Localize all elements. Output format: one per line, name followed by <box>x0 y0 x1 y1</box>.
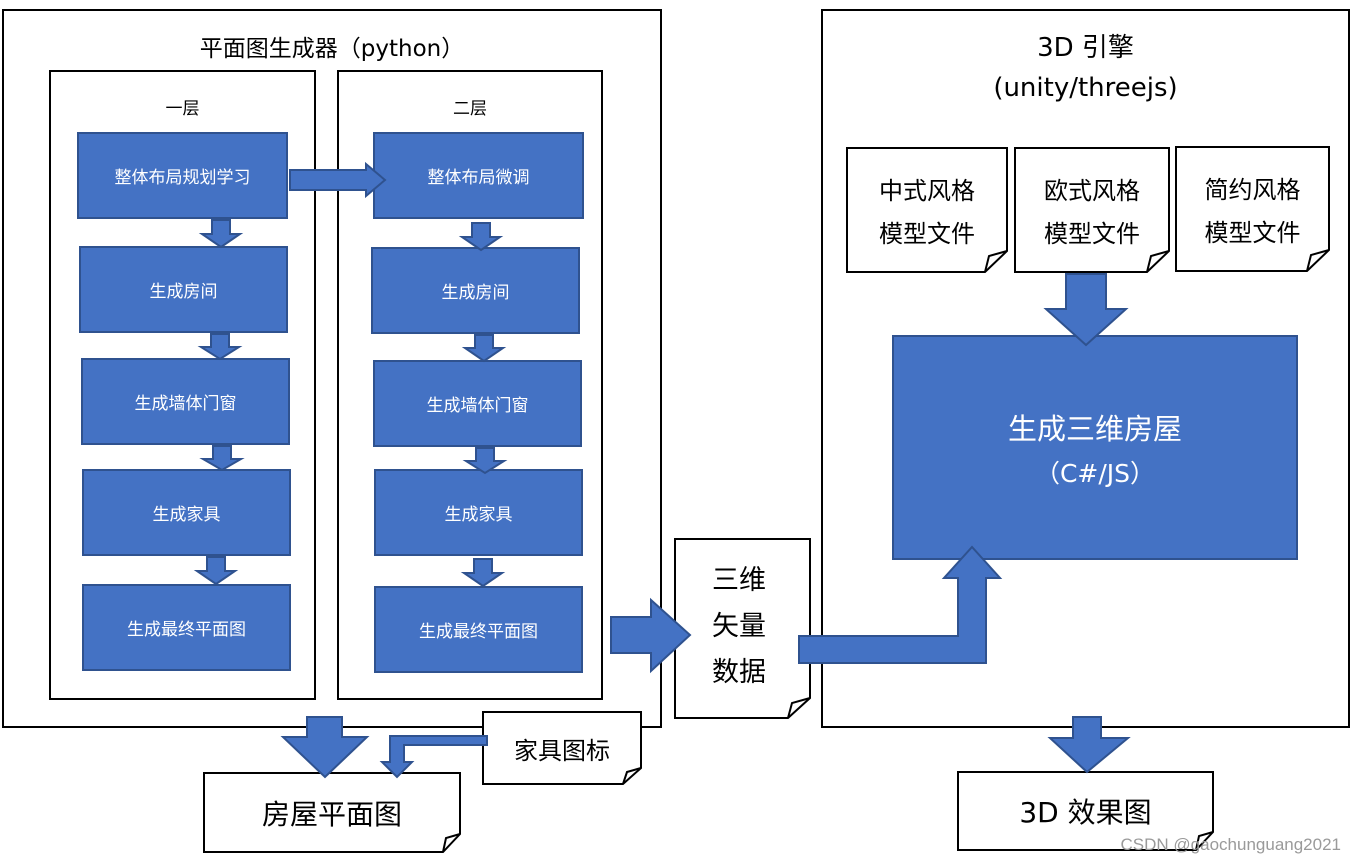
document-shape <box>1175 146 1330 272</box>
engine-subtitle: (unity/threejs) <box>993 73 1178 103</box>
down-arrow-icon <box>458 222 504 252</box>
floor2-step-rooms: 生成房间 <box>371 247 580 334</box>
model-file-european-line2: 模型文件 <box>1044 220 1140 248</box>
document-shape <box>957 771 1214 851</box>
vector-data-line1: 三维 <box>712 565 766 596</box>
document-shape <box>482 711 642 785</box>
floor1-step-final-plan: 生成最终平面图 <box>82 584 291 671</box>
right-arrow-icon <box>289 161 387 199</box>
watermark: CSDN @gaochunguang2021 <box>1120 835 1341 854</box>
down-arrow-icon <box>198 219 244 249</box>
down-arrow-icon <box>462 447 508 475</box>
vector-data-line3: 数据 <box>712 657 766 688</box>
generate-3d-house-box: 生成三维房屋 （C#/JS） <box>892 335 1298 560</box>
vector-data-document: 三维 矢量 数据 <box>674 538 811 719</box>
vector-data-line2: 矢量 <box>712 611 766 642</box>
down-arrow-icon <box>460 558 506 588</box>
floor1-step-walls-doors: 生成墙体门窗 <box>81 358 290 445</box>
floor-plan-output-label: 房屋平面图 <box>261 797 402 831</box>
planner-title: 平面图生成器（python） <box>199 36 465 62</box>
down-arrow-icon <box>1047 716 1131 774</box>
furniture-icons-label: 家具图标 <box>514 736 610 765</box>
model-file-minimalist-line2: 模型文件 <box>1204 219 1301 247</box>
down-arrow-icon <box>199 445 245 472</box>
model-file-chinese-line2: 模型文件 <box>879 220 975 248</box>
render-output-label: 3D 效果图 <box>1019 796 1152 829</box>
down-arrow-icon <box>193 556 239 586</box>
generate-3d-house-subtitle: （C#/JS） <box>1034 458 1156 488</box>
model-file-minimalist: 简约风格 模型文件 <box>1175 146 1330 272</box>
floor2-step-final-plan: 生成最终平面图 <box>374 586 583 673</box>
document-shape <box>1014 147 1170 273</box>
model-file-european: 欧式风格 模型文件 <box>1014 147 1170 273</box>
down-arrow-icon <box>280 716 370 779</box>
floor1-step-rooms: 生成房间 <box>79 246 288 333</box>
model-file-chinese-line1: 中式风格 <box>879 177 975 205</box>
furniture-icons-document: 家具图标 <box>482 711 642 785</box>
down-arrow-icon <box>197 333 243 361</box>
floor2-title: 二层 <box>453 99 487 119</box>
model-file-chinese: 中式风格 模型文件 <box>846 147 1008 273</box>
bent-arrow-icon <box>798 545 1003 664</box>
bent-arrow-icon <box>379 735 488 779</box>
model-file-european-line1: 欧式风格 <box>1044 177 1140 205</box>
document-shape <box>203 772 461 853</box>
down-arrow-icon <box>461 334 507 363</box>
engine-title: 3D 引擎 <box>1037 33 1134 63</box>
floor1-step-furniture: 生成家具 <box>82 469 291 556</box>
render-output-document: 3D 效果图 <box>957 771 1214 851</box>
generate-3d-house-title: 生成三维房屋 <box>1007 411 1182 446</box>
right-arrow-icon <box>610 597 692 674</box>
document-shape <box>674 538 811 719</box>
floor2-step-layout-tuning: 整体布局微调 <box>373 132 584 219</box>
floor-plan-output-document: 房屋平面图 <box>203 772 461 853</box>
floor1-step-layout-learning: 整体布局规划学习 <box>77 132 288 219</box>
document-shape <box>846 147 1008 273</box>
down-arrow-icon <box>1043 273 1129 347</box>
floor2-step-walls-doors: 生成墙体门窗 <box>373 360 582 447</box>
floor1-title: 一层 <box>165 99 200 119</box>
floor2-step-furniture: 生成家具 <box>374 469 583 556</box>
model-file-minimalist-line1: 简约风格 <box>1204 176 1301 204</box>
